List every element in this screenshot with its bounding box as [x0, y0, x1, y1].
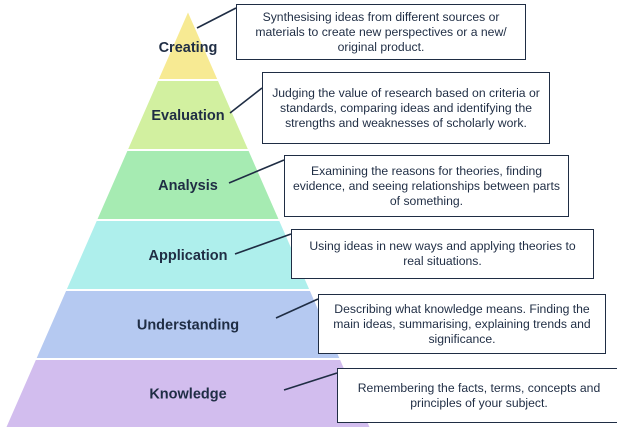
connector-line-analysis [228, 159, 285, 184]
connector-line-knowledge [283, 372, 338, 391]
level-label-creating: Creating [159, 40, 218, 56]
level-label-knowledge: Knowledge [149, 387, 226, 403]
level-label-application: Application [149, 248, 228, 264]
description-box-application: Using ideas in new ways and applying the… [291, 229, 594, 279]
description-box-understanding: Describing what knowledge means. Finding… [318, 294, 606, 354]
connector-line-creating [196, 7, 237, 29]
pyramid-bands [3, 7, 373, 429]
connector-line-evaluation [229, 87, 263, 114]
connector-lines [196, 7, 338, 391]
pyramid-labels: CreatingEvaluationAnalysisApplicationUnd… [137, 40, 239, 403]
description-text-understanding: Describing what knowledge means. Finding… [333, 301, 591, 346]
description-box-creating: Synthesising ideas from different source… [236, 4, 526, 60]
description-text-knowledge: Remembering the facts, terms, concepts a… [357, 380, 601, 410]
connector-line-application [234, 233, 292, 255]
description-text-application: Using ideas in new ways and applying the… [309, 239, 576, 268]
description-box-analysis: Examining the reasons for theories, find… [284, 155, 569, 217]
level-label-understanding: Understanding [137, 318, 239, 334]
description-box-knowledge: Remembering the facts, terms, concepts a… [337, 368, 617, 423]
pyramid-band-knowledge [3, 358, 373, 429]
description-text-creating: Synthesising ideas from different source… [255, 9, 507, 54]
level-label-analysis: Analysis [158, 178, 218, 194]
level-label-evaluation: Evaluation [151, 108, 224, 124]
connector-line-understanding [275, 298, 319, 319]
description-text-evaluation: Judging the value of research based on c… [272, 85, 540, 130]
description-box-evaluation: Judging the value of research based on c… [262, 72, 550, 144]
description-text-analysis: Examining the reasons for theories, find… [293, 163, 560, 208]
